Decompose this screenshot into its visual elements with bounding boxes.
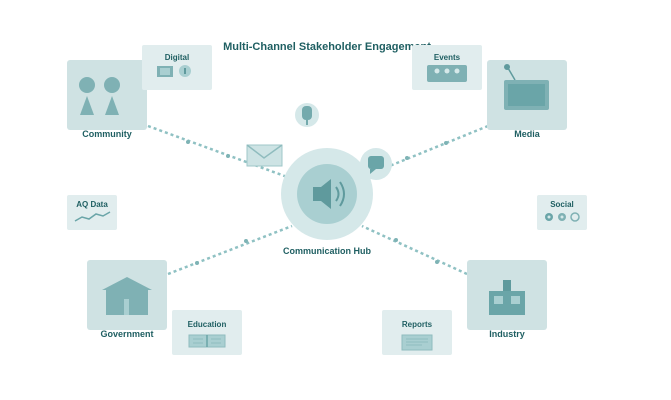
community-label: Community: [82, 129, 132, 139]
reports-panel: [382, 310, 452, 355]
factory-icon: [489, 280, 525, 315]
channel-social[interactable]: Social: [537, 195, 587, 230]
connector-dot: [394, 238, 398, 242]
aq-data-label: AQ Data: [76, 200, 108, 209]
social-dots-icon: [545, 212, 580, 222]
chat-bubble-icon: [360, 148, 392, 180]
communication-hub[interactable]: Communication Hub: [281, 148, 373, 256]
building-icon: [102, 277, 152, 315]
connector-dot: [444, 141, 448, 145]
digital-label: Digital: [165, 53, 189, 62]
education-label: Education: [188, 320, 227, 329]
channel-aq-data[interactable]: AQ Data: [67, 195, 117, 230]
stakeholder-community[interactable]: Community: [67, 60, 147, 139]
community-panel: [67, 60, 147, 130]
radio-icon: [504, 64, 549, 110]
stakeholder-industry[interactable]: Industry: [467, 260, 547, 339]
stakeholder-media[interactable]: Media: [487, 60, 567, 139]
calendar-icon: [427, 65, 467, 82]
book-icon: [188, 334, 226, 348]
connector-dot: [195, 261, 199, 265]
government-label: Government: [100, 329, 153, 339]
stakeholder-government[interactable]: Government: [87, 260, 167, 339]
hub-label: Communication Hub: [283, 246, 371, 256]
speaker-icon: [313, 179, 345, 209]
connector-industry: [361, 224, 468, 276]
media-label: Media: [514, 129, 541, 139]
connector-dot: [244, 239, 248, 243]
diagram-title: Multi-Channel Stakeholder Engagement: [223, 41, 431, 53]
industry-label: Industry: [489, 329, 525, 339]
connector-community: [147, 124, 291, 180]
phone-icon: [295, 103, 319, 127]
people-icon: [79, 77, 120, 115]
connector-dot: [226, 154, 230, 158]
aq-data-panel: [67, 195, 117, 230]
social-label: Social: [550, 200, 574, 209]
channel-education[interactable]: Education: [172, 310, 242, 355]
connector-dots: [186, 140, 448, 265]
devices-icon: [157, 65, 191, 77]
connector-dot: [186, 140, 190, 144]
document-icon: [401, 334, 433, 351]
channel-digital[interactable]: Digital: [142, 45, 212, 90]
channel-events[interactable]: Events: [412, 45, 482, 90]
connector-dot: [405, 156, 409, 160]
line-graph-icon: [74, 211, 111, 222]
channel-reports[interactable]: Reports: [382, 310, 452, 355]
reports-label: Reports: [402, 320, 433, 329]
events-label: Events: [434, 53, 461, 62]
connector-government: [167, 224, 293, 276]
envelope-icon: [246, 144, 283, 167]
education-panel: [172, 310, 242, 355]
digital-panel: [142, 45, 212, 90]
connector-dot: [435, 260, 439, 264]
